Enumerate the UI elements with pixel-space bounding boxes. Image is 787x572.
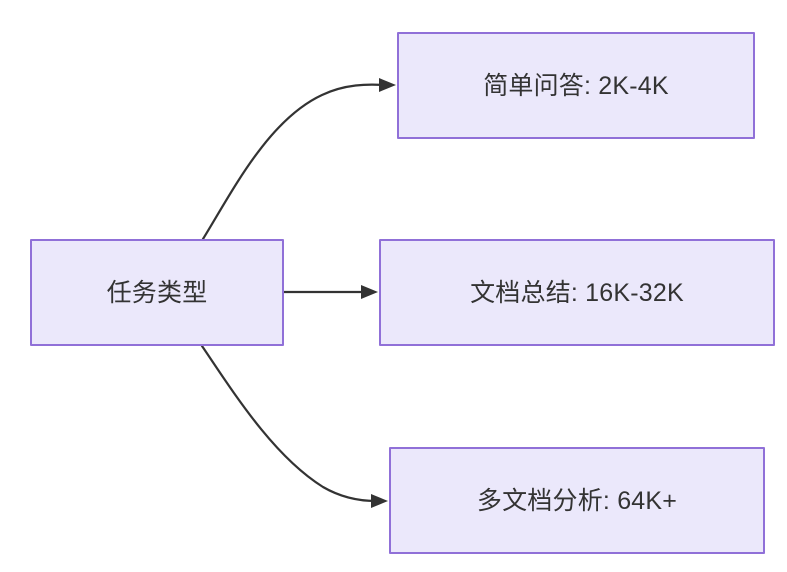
node-simple-qa[interactable]: 简单问答: 2K-4K xyxy=(397,32,755,139)
node-doc-summary[interactable]: 文档总结: 16K-32K xyxy=(379,239,775,346)
edge-to-multi-doc xyxy=(200,344,388,508)
edge-to-doc-summary xyxy=(282,285,378,299)
node-multi-doc-analysis-label: 多文档分析: 64K+ xyxy=(476,486,678,515)
edge-to-simple-qa-arrowhead xyxy=(379,78,396,92)
node-doc-summary-label: 文档总结: 16K-32K xyxy=(470,278,684,307)
node-task-type[interactable]: 任务类型 xyxy=(30,239,284,346)
edge-to-multi-doc-arrowhead xyxy=(371,494,388,508)
edge-to-multi-doc-path xyxy=(200,344,378,503)
node-task-type-label: 任务类型 xyxy=(106,278,208,307)
node-multi-doc-analysis[interactable]: 多文档分析: 64K+ xyxy=(389,447,765,554)
node-simple-qa-label: 简单问答: 2K-4K xyxy=(483,71,669,100)
edge-to-simple-qa-path xyxy=(201,83,386,241)
edge-to-doc-summary-arrowhead xyxy=(361,285,378,299)
edge-to-simple-qa xyxy=(201,78,396,241)
